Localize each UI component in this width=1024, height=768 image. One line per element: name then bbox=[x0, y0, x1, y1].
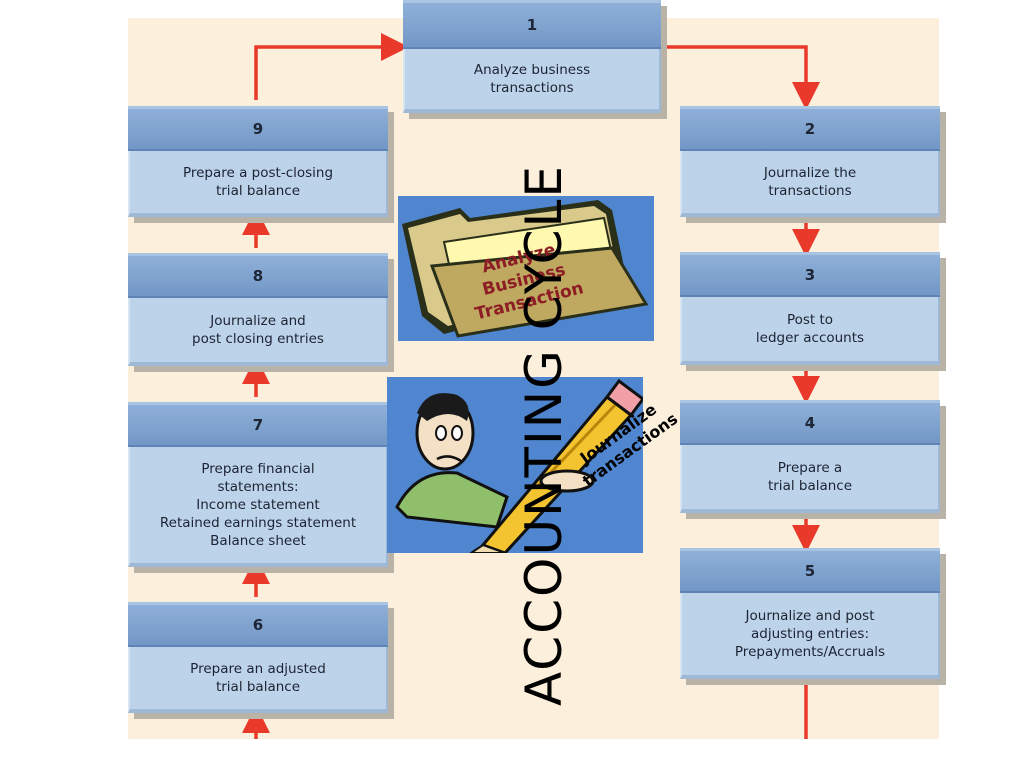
step-text: Prepare a trial balance bbox=[680, 445, 940, 513]
step-text: Journalize and post adjusting entries: P… bbox=[680, 593, 940, 679]
step-number: 6 bbox=[128, 602, 388, 647]
step-4-box: 4 Prepare a trial balance bbox=[680, 400, 940, 513]
folder-icon bbox=[398, 196, 654, 341]
step-text: Journalize the transactions bbox=[680, 151, 940, 217]
step-number: 5 bbox=[680, 548, 940, 593]
step-5-box: 5 Journalize and post adjusting entries:… bbox=[680, 548, 940, 679]
step-1-box: 1 Analyze business transactions bbox=[403, 0, 661, 113]
step-7-box: 7 Prepare financial statements: Income s… bbox=[128, 402, 388, 567]
step-text: Post to ledger accounts bbox=[680, 297, 940, 365]
step-2-box: 2 Journalize the transactions bbox=[680, 106, 940, 217]
step-number: 9 bbox=[128, 106, 388, 151]
arrow-1-to-2 bbox=[664, 45, 820, 110]
step-text: Journalize and post closing entries bbox=[128, 298, 388, 366]
step-number: 2 bbox=[680, 106, 940, 151]
step-text: Prepare a post-closing trial balance bbox=[128, 151, 388, 217]
step-text: Prepare financial statements: Income sta… bbox=[128, 447, 388, 567]
step-number: 3 bbox=[680, 252, 940, 297]
step-number: 8 bbox=[128, 253, 388, 298]
arrow-9-to-1 bbox=[254, 33, 409, 100]
step-text: Analyze business transactions bbox=[403, 49, 661, 113]
step-number: 1 bbox=[403, 0, 661, 49]
student-pencil-clipart bbox=[387, 377, 643, 553]
step-6-box: 6 Prepare an adjusted trial balance bbox=[128, 602, 388, 713]
diagram-title: ACCOUNTING CYCLE bbox=[515, 163, 573, 707]
folder-clipart bbox=[398, 196, 654, 341]
step-3-box: 3 Post to ledger accounts bbox=[680, 252, 940, 365]
step-number: 4 bbox=[680, 400, 940, 445]
pencil-icon bbox=[387, 377, 643, 553]
step-text: Prepare an adjusted trial balance bbox=[128, 647, 388, 713]
step-9-box: 9 Prepare a post-closing trial balance bbox=[128, 106, 388, 217]
step-number: 7 bbox=[128, 402, 388, 447]
step-8-box: 8 Journalize and post closing entries bbox=[128, 253, 388, 366]
